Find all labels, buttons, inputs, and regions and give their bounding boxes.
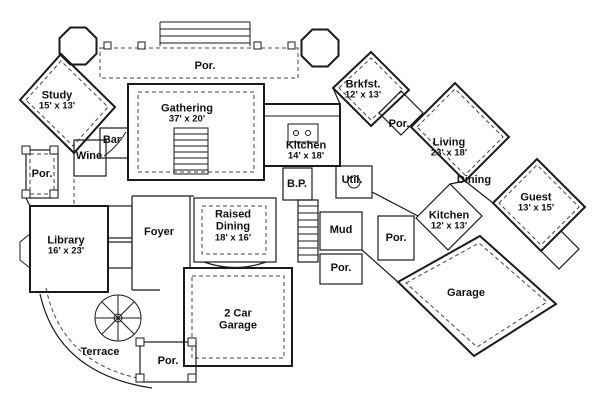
terrace-edge: [39, 293, 153, 389]
column: [49, 145, 59, 155]
brkfst-ceiling-dashed: [338, 57, 404, 121]
turret-left: [58, 26, 98, 66]
gathering-fireplace-stair: [173, 127, 209, 175]
wall-library: [29, 205, 109, 293]
connector-walls: [25, 87, 494, 283]
wall-butlers-pantry: [282, 167, 313, 201]
wall-kitchen-main: [263, 103, 341, 167]
front-steps: [159, 21, 251, 46]
living-ceiling-dashed: [416, 88, 504, 176]
guest-ceiling-dashed: [498, 164, 580, 246]
wall-kitchen-2: [415, 183, 483, 251]
study-ceiling-dashed: [25, 60, 109, 147]
wall-bar: [99, 127, 129, 159]
kitchen-island: [287, 123, 319, 143]
cooktop-burner: [293, 130, 299, 136]
wall-study: [18, 52, 117, 155]
wall-guest: [491, 157, 587, 253]
column: [287, 41, 296, 50]
wall-closet-1: [107, 205, 133, 239]
garage-right-dashed: [405, 242, 548, 348]
raised-dining-curved-wall: [203, 261, 267, 269]
porch-left-dashed: [29, 153, 55, 195]
wall-stair-hall: [297, 199, 319, 263]
fixtures: [19, 115, 361, 269]
gathering-ceiling-dashed: [137, 91, 255, 173]
wall-guest-bath: [540, 230, 580, 270]
exterior-walls: [18, 26, 587, 367]
spiral-staircase-treads: [95, 295, 141, 341]
entry-steps: [159, 21, 251, 46]
turret-right: [300, 28, 340, 68]
wall-garage-2car: [183, 267, 293, 367]
water-heater: [347, 175, 361, 189]
wall-util: [335, 165, 373, 199]
wall-brkfst: [331, 50, 411, 128]
column: [187, 337, 197, 347]
raised-dining-ceiling-dashed: [201, 205, 267, 255]
library-bay-window: [19, 233, 31, 269]
gathering-stair-treads: [174, 133, 208, 171]
stairs: [94, 127, 318, 342]
garage-2car-dashed: [191, 275, 285, 359]
column: [137, 41, 146, 50]
wall-porch-bottom: [139, 341, 197, 383]
porch-columns: [21, 41, 296, 383]
column: [135, 373, 145, 383]
terrace-dashed-edge: [45, 287, 149, 381]
column: [21, 189, 31, 199]
column: [135, 337, 145, 347]
wall-mud: [319, 211, 363, 251]
column: [253, 41, 262, 50]
hall-stair-treads: [298, 205, 318, 256]
column: [49, 189, 59, 199]
wall-raised-dining: [193, 197, 277, 263]
wall-porch-brkfst: [378, 90, 424, 136]
porch-top-dashed: [99, 47, 299, 79]
roof-dashed-lines: [25, 47, 580, 381]
wall-garage-right: [396, 234, 558, 358]
interior-walls: [25, 87, 580, 389]
wall-living: [409, 81, 511, 183]
cooktop-burner: [305, 130, 311, 136]
bar-counter: [103, 131, 127, 157]
wall-porch-left: [25, 149, 59, 199]
wall-gathering: [127, 83, 265, 181]
column: [103, 41, 112, 50]
column: [21, 145, 31, 155]
wall-closet-2: [107, 241, 133, 269]
wall-porch-right: [377, 215, 415, 261]
wall-porch-mud: [319, 253, 363, 285]
column: [187, 373, 197, 383]
